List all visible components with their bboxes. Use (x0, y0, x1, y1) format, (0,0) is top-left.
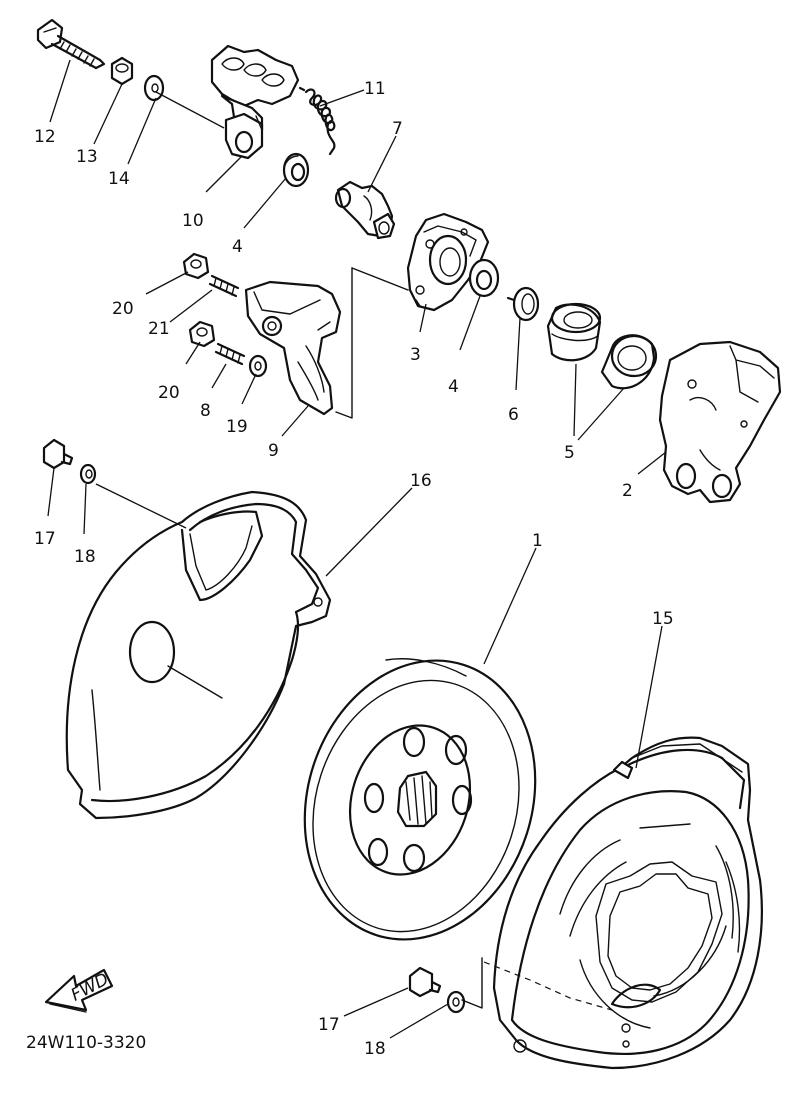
assembly-line-lower-bolt (461, 957, 483, 1009)
part-6-pin (506, 286, 540, 322)
part-19-washer (248, 354, 268, 378)
leader-lines (47, 59, 667, 1039)
callout-6: 6 (508, 405, 519, 425)
part-21-stud (208, 274, 240, 298)
part-11-spring (298, 86, 336, 156)
part-4-seal-lower (468, 258, 500, 298)
part-18-washer-lower (446, 990, 466, 1014)
assembly-dashed-line (483, 961, 613, 1011)
part-14-washer (143, 74, 165, 102)
part-15-outer-cover (492, 736, 763, 1070)
diagram-code: 24W110-3320 (26, 1033, 146, 1053)
callout-19: 19 (226, 417, 248, 437)
callout-8: 8 (200, 401, 211, 421)
part-5-piston-a (546, 302, 602, 362)
callout-17-upper: 17 (34, 529, 56, 549)
callout-labels: 12 13 14 10 11 7 4 3 4 6 5 2 20 21 20 8 … (26, 79, 674, 1059)
part-16-inner-cover (65, 490, 332, 820)
callout-4-upper: 4 (232, 237, 243, 257)
part-17-bolt-lower (408, 966, 442, 998)
part-20-nut-lower (188, 320, 216, 348)
part-7-shaft (334, 180, 396, 240)
callout-17-lower: 17 (318, 1015, 340, 1035)
callout-18-upper: 18 (74, 547, 96, 567)
callout-4-lower: 4 (448, 377, 459, 397)
callout-10: 10 (182, 211, 204, 231)
callout-2: 2 (622, 481, 633, 501)
callout-16: 16 (410, 471, 432, 491)
assembly-line-housing (351, 267, 409, 291)
callout-5: 5 (564, 443, 575, 463)
callout-15: 15 (652, 609, 674, 629)
callout-3: 3 (410, 345, 421, 365)
part-17-bolt-upper (42, 438, 74, 470)
callout-21: 21 (148, 319, 170, 339)
callout-1: 1 (532, 531, 543, 551)
callout-12: 12 (34, 127, 56, 147)
part-1-brake-disc (303, 658, 537, 941)
fwd-label: FWD (68, 969, 112, 1005)
callout-9: 9 (268, 441, 279, 461)
part-5-piston-b (600, 334, 658, 390)
callout-14: 14 (108, 169, 130, 189)
callout-7: 7 (392, 119, 403, 139)
part-18-washer-upper (79, 463, 97, 485)
part-3-caliper-housing (406, 212, 490, 312)
part-9-bracket (244, 280, 342, 416)
callout-18-lower: 18 (364, 1039, 386, 1059)
callout-13: 13 (76, 147, 98, 167)
assembly-line-bracket (335, 267, 353, 419)
part-13-nut (110, 56, 134, 86)
part-2-caliper-body (658, 340, 782, 504)
callout-20-lower: 20 (158, 383, 180, 403)
callout-20-upper: 20 (112, 299, 134, 319)
part-8-stud (214, 342, 246, 366)
part-10-lever-bracket (210, 44, 300, 160)
part-4-seal-upper (282, 152, 310, 188)
callout-11: 11 (364, 79, 386, 99)
part-20-nut-upper (182, 252, 210, 280)
fwd-arrow-icon: FWD (44, 968, 114, 1013)
part-12-bolt (36, 18, 106, 70)
